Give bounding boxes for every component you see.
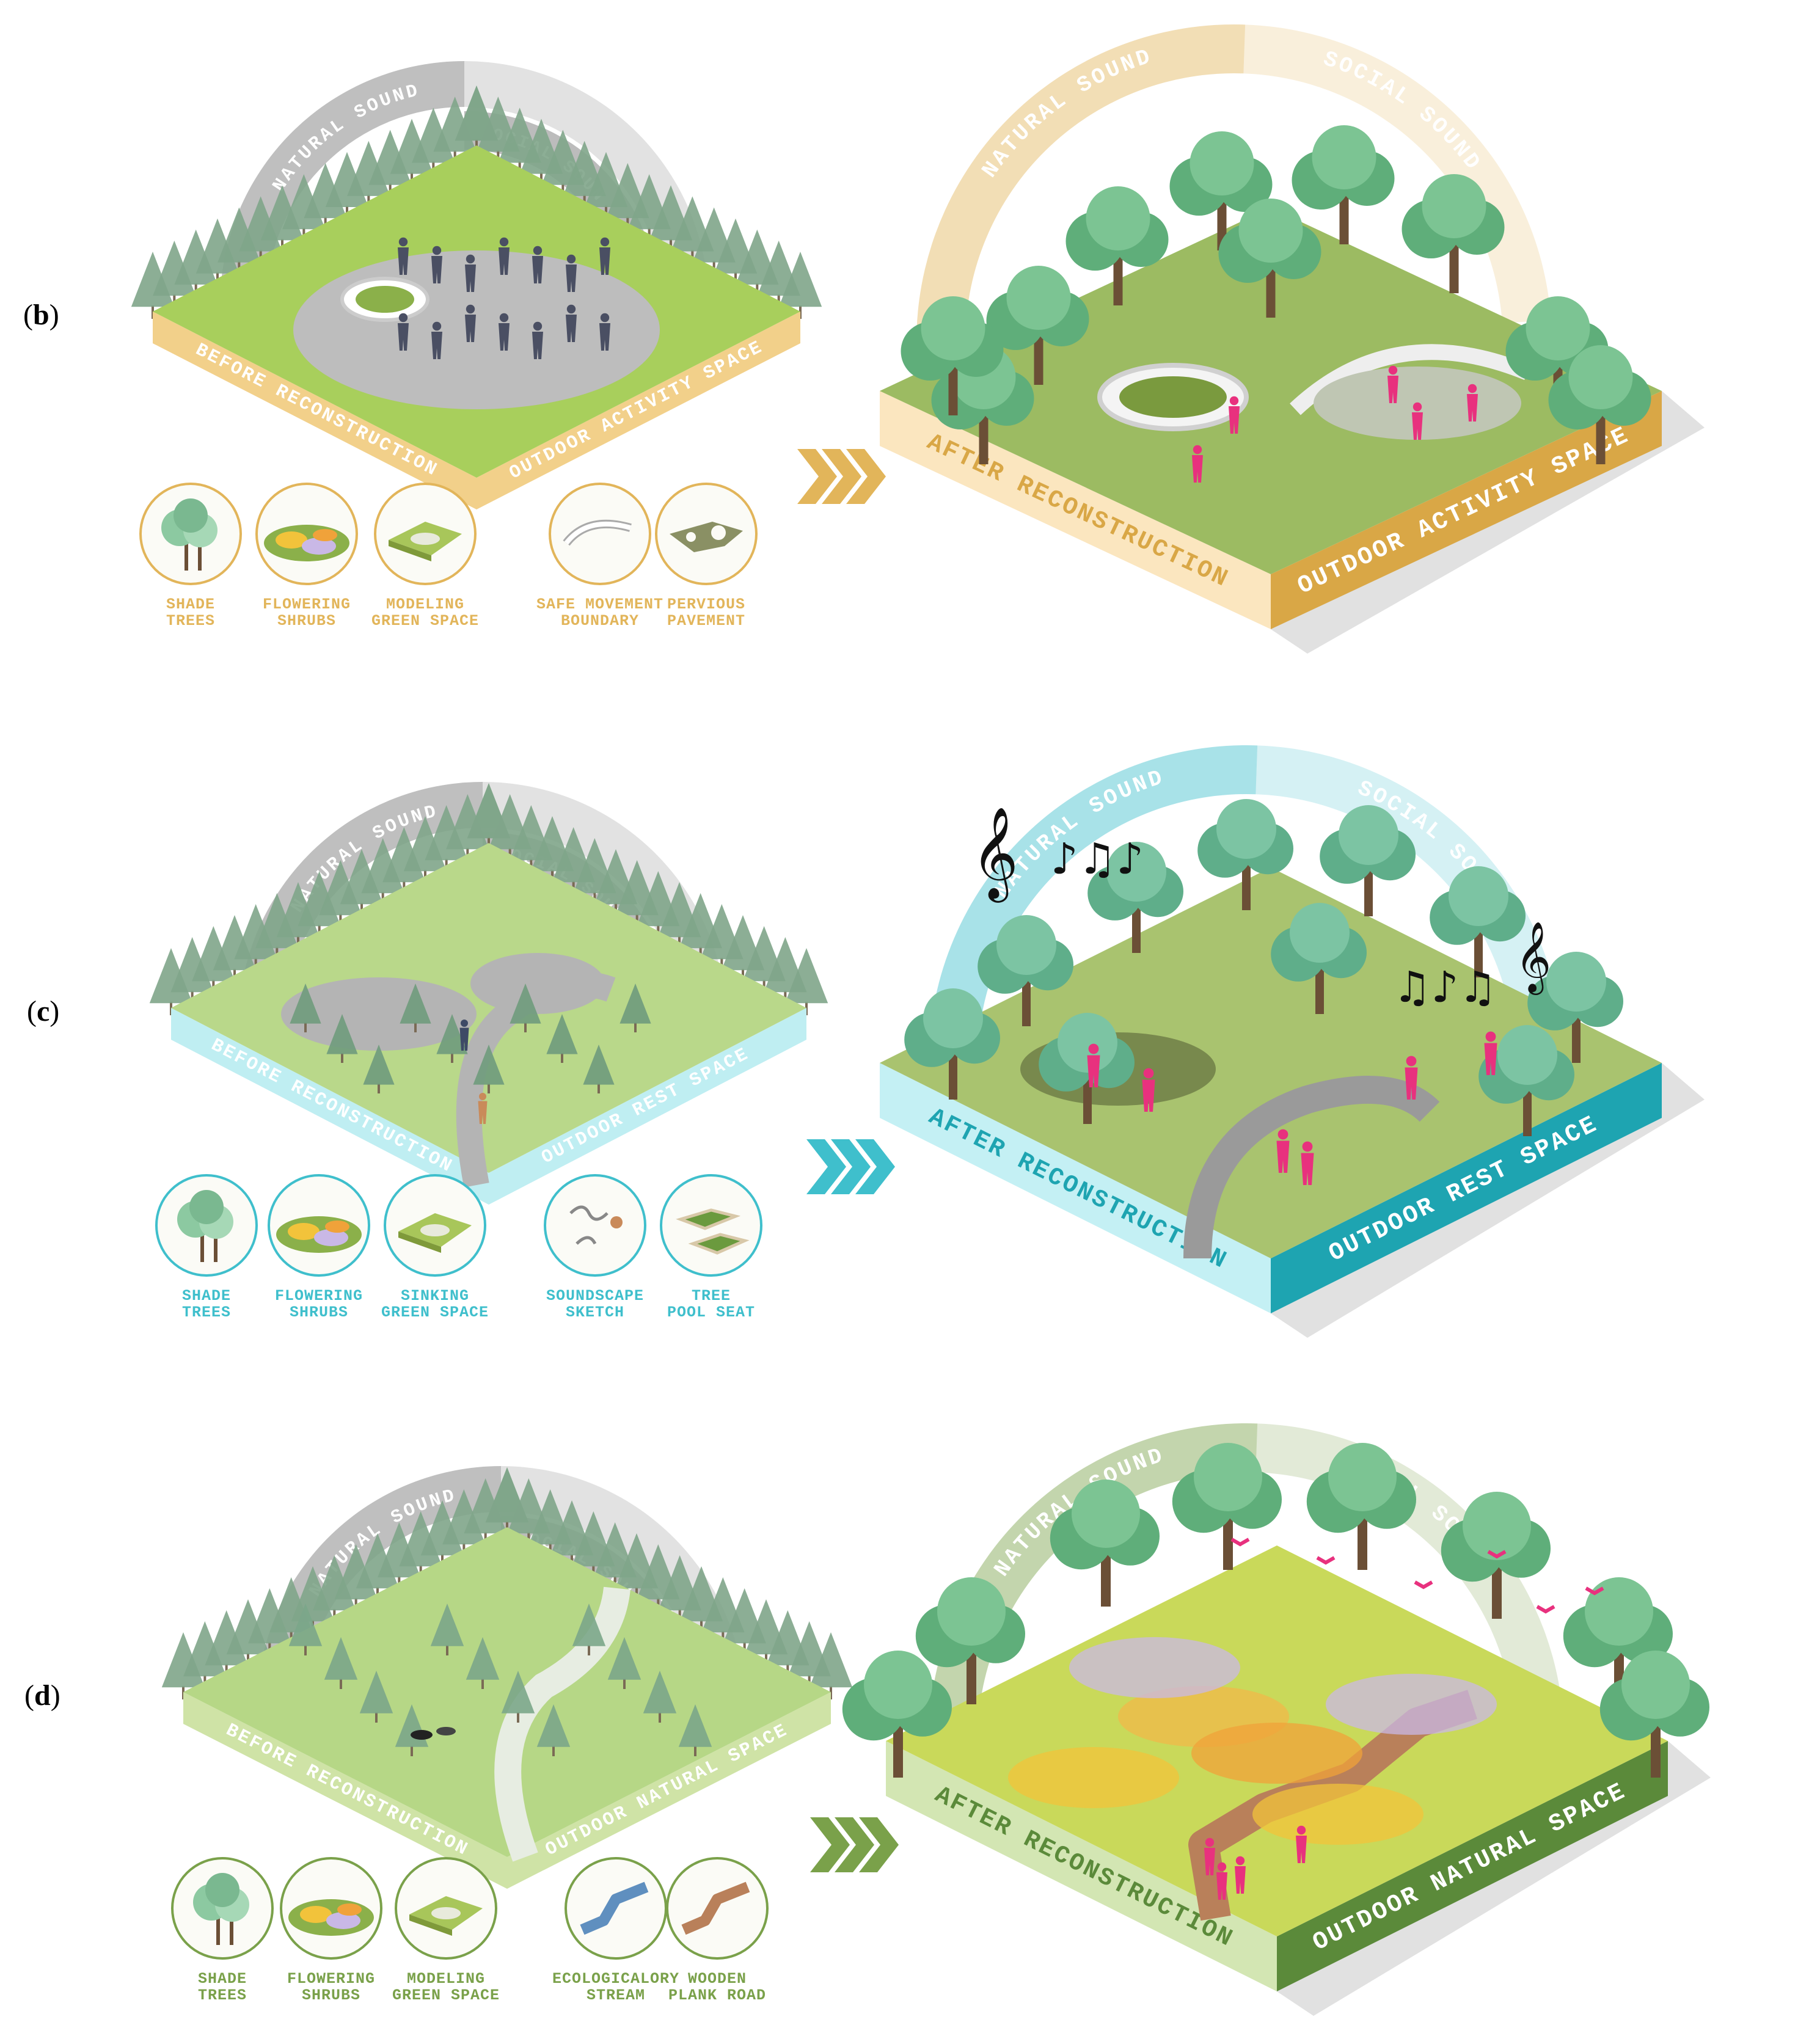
modeling-green-space-icon: [395, 1857, 498, 1960]
music-notes-icon: 𝄞 ♪♫♪ ♫♪♫ 𝄞: [971, 806, 1551, 1012]
panel-label-b: (b): [23, 299, 59, 331]
after-c-top-face: [880, 867, 1662, 1258]
panel-label-d: (d): [24, 1679, 60, 1712]
before-c-right-face: [489, 1008, 806, 1205]
before-d-top-face: [183, 1527, 831, 1857]
shade-trees-icon: [155, 1174, 258, 1277]
rest-walkway: [1183, 1076, 1440, 1259]
sinking-green-space-icon: [384, 1174, 487, 1277]
after-d-left-face: [886, 1741, 1277, 1991]
safe-movement-boundary-icon: [549, 483, 652, 585]
flowering-shrubs-icon: [280, 1857, 382, 1960]
bird-icon: [1487, 1550, 1507, 1559]
before-b-left-face: [153, 312, 477, 509]
soundscape-sketch-icon: [544, 1174, 646, 1277]
transition-arrow-icon: [797, 449, 886, 504]
pervious-pavement-icon: [655, 483, 758, 585]
safe-boundary-wall: [1290, 344, 1530, 415]
svg-text:♫♪♫: ♫♪♫: [1393, 962, 1497, 1012]
after-social-sound-arc: [1243, 24, 1551, 324]
rest-path: [456, 971, 616, 1188]
after-b-right-face: [1271, 391, 1662, 629]
transition-arrow-icon: [810, 1817, 899, 1872]
after-c-left-face: [880, 1063, 1271, 1313]
ecological-stream-icon: [565, 1857, 668, 1960]
rest-pavement-1: [281, 977, 477, 1051]
before-c-top-face: [171, 843, 806, 1173]
bird-icon: [1585, 1586, 1604, 1596]
shade-trees-icon: [139, 483, 242, 585]
wooden-plank-road-icon: [666, 1857, 769, 1960]
transition-arrow-icon: [806, 1139, 895, 1194]
after-b-left-face: [880, 391, 1271, 629]
svg-text:♪♫♪: ♪♫♪: [1051, 834, 1144, 884]
shade-trees-icon: [171, 1857, 274, 1960]
before-d-left-face: [183, 1692, 507, 1889]
svg-text:𝄞: 𝄞: [971, 806, 1018, 903]
bird-icon: [1414, 1580, 1433, 1589]
bird-icon: [1230, 1538, 1250, 1547]
before-c-left-face: [171, 1008, 489, 1205]
bird-icon: [1536, 1605, 1555, 1614]
after-c-right-face: [1271, 1063, 1662, 1313]
svg-text:𝄞: 𝄞: [1515, 921, 1551, 995]
flowering-shrubs-icon: [268, 1174, 370, 1277]
flowering-shrubs-icon: [255, 483, 358, 585]
panel-label-c: (c): [27, 995, 60, 1027]
before-b-right-face: [477, 312, 800, 509]
modeling-green-space-icon: [374, 483, 477, 585]
after-d-right-face: [1277, 1741, 1668, 1991]
bird-icon: [1316, 1556, 1336, 1565]
natural-path: [494, 1586, 630, 1862]
before-d-right-face: [507, 1692, 831, 1889]
tree-pool-seat-icon: [660, 1174, 762, 1277]
